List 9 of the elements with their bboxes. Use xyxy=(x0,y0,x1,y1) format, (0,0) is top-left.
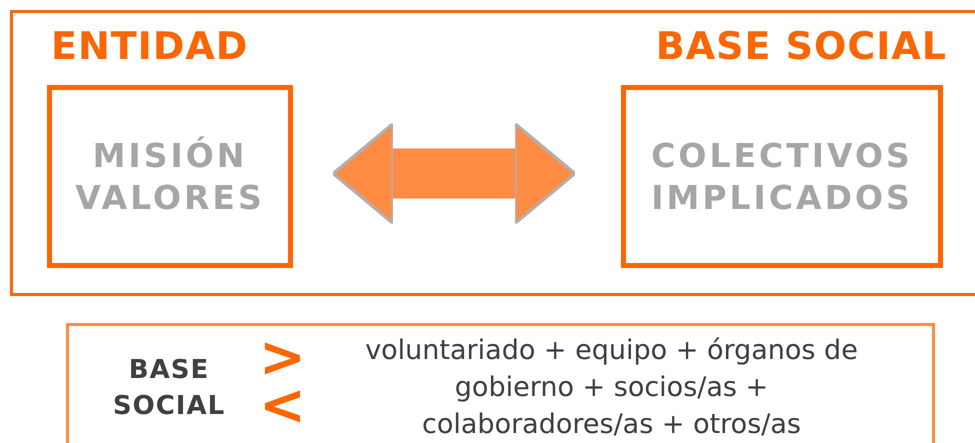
section-heading: BASE SOCIAL xyxy=(656,27,947,65)
definition-box xyxy=(66,323,935,443)
section-heading: ENTIDAD xyxy=(51,27,248,65)
definition-text: voluntariado + equipo + órganos de gobierno + socios/as + colaboradores/as + otros/as xyxy=(364,334,859,442)
box-text: MISIÓN VALORES xyxy=(74,134,266,218)
term-label: BASE SOCIAL xyxy=(112,354,226,423)
double-arrow xyxy=(332,122,576,225)
box-text: COLECTIVOS IMPLICADOS xyxy=(650,134,914,218)
frame-box xyxy=(10,10,975,296)
